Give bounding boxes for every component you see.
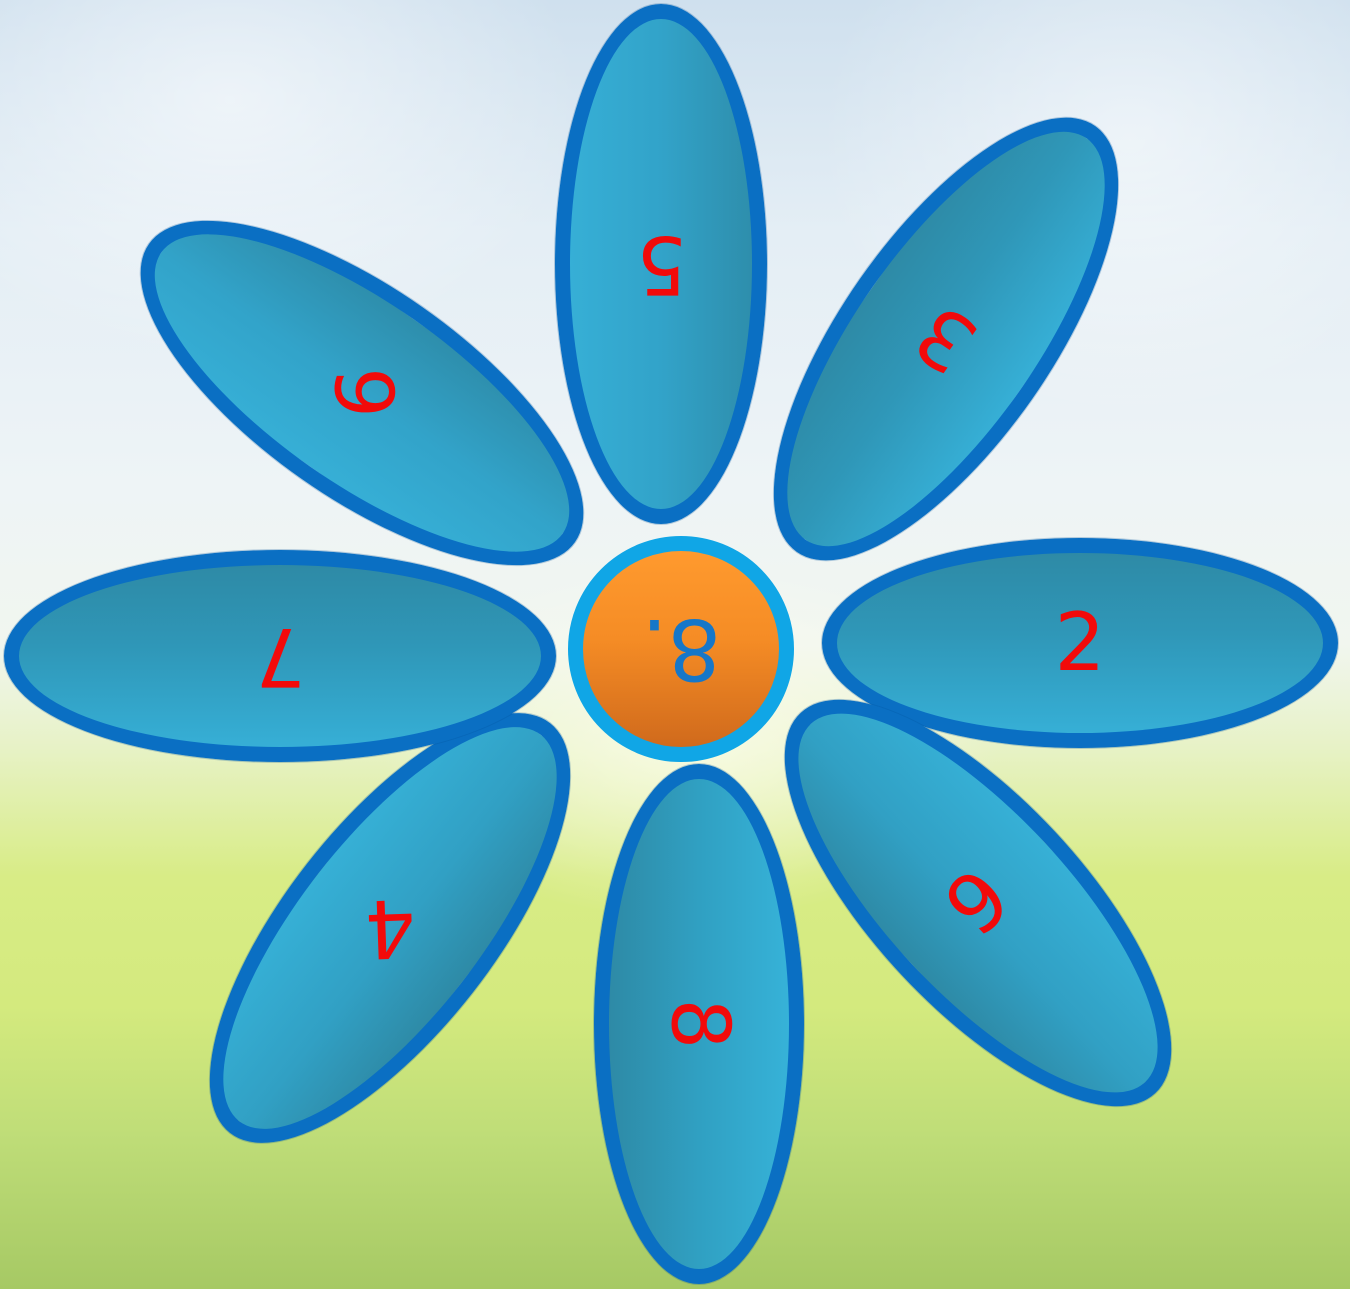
petal-number: 5 [636,224,687,304]
petal-number: 9 [932,856,1024,949]
petal-left[interactable]: 7 [4,550,556,762]
petal-number: 2 [1055,603,1106,683]
petal-number: 3 [902,292,990,387]
center-number: 8. [641,607,721,691]
petal-bottom[interactable]: 8 [594,764,804,1284]
flower-center[interactable]: 8. [568,536,794,762]
petal-number: 4 [363,887,417,969]
petal-top[interactable]: 5 [555,4,767,524]
petal-number: 7 [255,616,306,696]
petal-number: 8 [659,999,739,1050]
petal-number: 9 [322,368,402,419]
petal-top-right[interactable]: 3 [711,66,1181,612]
